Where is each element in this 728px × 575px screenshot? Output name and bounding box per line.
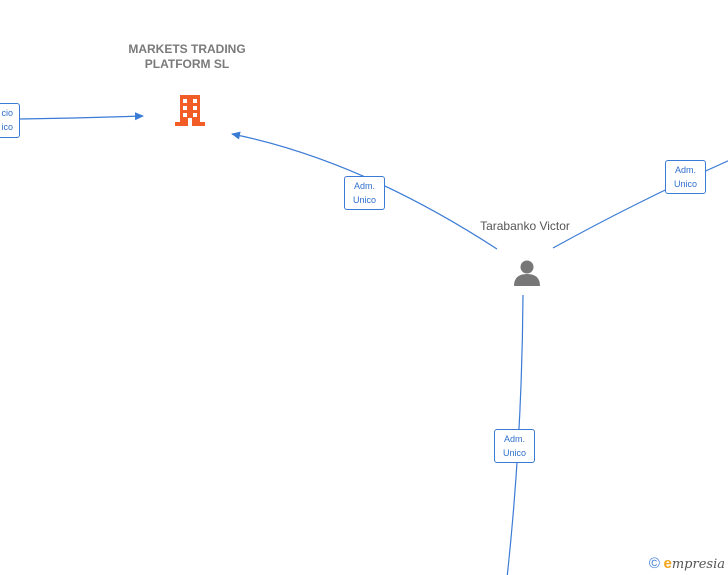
edge-label-company-line1: Adm. — [353, 181, 375, 191]
edge-label-bottom[interactable]: Adm. Unico — [494, 429, 535, 463]
person-name-label[interactable]: Tarabanko Victor — [480, 219, 570, 233]
edge-label-right[interactable]: Adm. Unico — [665, 160, 706, 194]
edge-label-bottom-line1: Adm. — [503, 434, 525, 444]
edge-line-right — [552, 160, 728, 249]
edge-label-left[interactable]: cio ico — [0, 103, 20, 138]
edge-label-bottom-line2: Unico — [502, 448, 526, 458]
edge-line-left — [19, 112, 144, 121]
edge-label-left-line2: ico — [1, 122, 13, 132]
edge-line-company — [231, 131, 498, 250]
copyright-icon: © — [648, 555, 660, 572]
brand-logo-text: mpresia — [671, 557, 725, 572]
building-icon[interactable] — [175, 95, 205, 126]
brand-logo-initial: e — [663, 555, 672, 572]
person-icon[interactable] — [514, 260, 540, 287]
footer-brand[interactable]: © empresia — [649, 555, 725, 572]
edge-label-left-line1: cio — [1, 108, 13, 118]
company-name-label[interactable]: MARKETS TRADING PLATFORM SL — [128, 42, 246, 71]
edge-label-company[interactable]: Adm. Unico — [344, 176, 385, 210]
edge-label-right-line2: Unico — [673, 179, 697, 189]
edge-label-company-line2: Unico — [352, 195, 376, 205]
edge-label-right-line1: Adm. — [674, 165, 696, 175]
